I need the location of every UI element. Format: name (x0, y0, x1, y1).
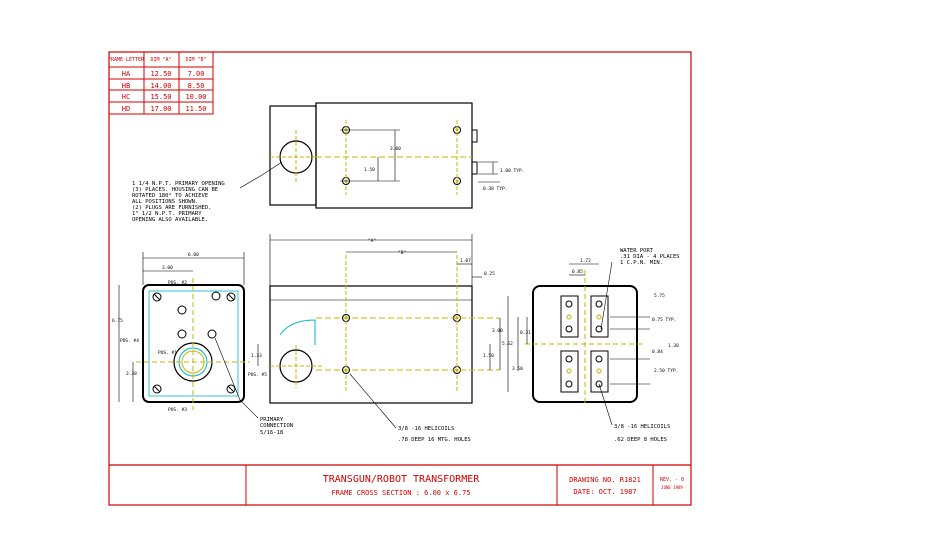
table-header-dim-b: DIM "B" (185, 57, 206, 63)
dim-side-a: "A" (368, 238, 376, 244)
dim-right-0-75: 0.75 TYP. (652, 317, 676, 323)
drawing-subtitle: FRAME CROSS SECTION : 6.00 x 6.75 (331, 489, 470, 497)
note-water-port: WATER PORT .31 DIA - 4 PLACES 1 C.P.N. M… (620, 248, 680, 266)
drawing-rev: REV. - 0 (660, 477, 684, 483)
dim-right-5-75: 5.75 (654, 293, 665, 299)
right-view: 1.72 0.85 5.62 3.50 0.31 0.75 TYP. 5.75 … (502, 258, 679, 426)
svg-text:OPENING ALSO AVAILABLE.: OPENING ALSO AVAILABLE. (132, 217, 208, 223)
table-cell: HB (122, 82, 130, 90)
svg-text:.62 DEEP 8 HOLES: .62 DEEP 8 HOLES (614, 437, 667, 443)
dim-side-1-07: 1.07 (460, 258, 471, 264)
dim-right-0-85: 0.85 (572, 269, 583, 275)
table-cell: 14.00 (150, 82, 171, 90)
dim-right-1-72: 1.72 (580, 258, 591, 264)
dim-side-1-33: 1.33 (251, 353, 262, 359)
svg-text:1 C.P.N. MIN.: 1 C.P.N. MIN. (620, 260, 663, 266)
dim-right-0-84: 0.84 (652, 349, 663, 355)
dim-side-1-50: 1.50 (483, 353, 494, 359)
table-cell: HA (122, 70, 131, 78)
svg-text:(2) PLUGS ARE FURNISHED.: (2) PLUGS ARE FURNISHED. (132, 205, 211, 211)
dim-right-3-50: 3.50 (512, 366, 523, 372)
title-block: TRANSGUN/ROBOT TRANSFORMER FRAME CROSS S… (109, 464, 691, 505)
table-cell: 12.50 (150, 70, 171, 78)
label-pos-2: POS. #2 (168, 280, 187, 286)
table-cell: 10.00 (185, 93, 206, 101)
table-cell: 7.00 (188, 70, 205, 78)
table-cell: HD (122, 105, 130, 113)
svg-text:5/16-18: 5/16-18 (260, 430, 283, 436)
dim-right-2-50: 2.50 TYP. (654, 368, 678, 374)
label-pos-1: POS. #1 (158, 350, 177, 356)
frame-table: FRAME LETTER DIM "A" DIM "B" HA 12.50 7.… (108, 51, 214, 115)
note-helicoils-right: 3/8 -16 HELICOILS .62 DEEP 8 HOLES (614, 424, 670, 443)
svg-text:WATER PORT: WATER PORT (620, 248, 654, 254)
table-cell: 11.50 (185, 105, 206, 113)
note-primary-connection: PRIMARY CONNECTION 5/16-18 (260, 417, 293, 436)
front-view: 6.00 3.00 6.75 3.38 POS. #4 POS. #2 POS.… (112, 252, 267, 419)
dim-right-0-31: 0.31 (520, 330, 531, 336)
svg-text:CONNECTION: CONNECTION (260, 423, 293, 429)
dim-front-half: 3.00 (162, 265, 173, 271)
table-cell: 17.00 (150, 105, 171, 113)
note-primary-opening: 1 1/4 N.P.T. PRIMARY OPENING (3) PLACES.… (132, 161, 283, 223)
dim-right-1-38: 1.38 (668, 343, 679, 349)
drawing-title: TRANSGUN/ROBOT TRANSFORMER (323, 474, 481, 485)
dim-front-height: 6.75 (112, 318, 123, 324)
dim-top-3: 3.00 (390, 146, 401, 152)
svg-text:.31 DIA - 4 PLACES: .31 DIA - 4 PLACES (620, 254, 680, 260)
note-helicoils-left: 3/8 -16 HELICOILS .78 DEEP 16 MTG. HOLES (398, 426, 471, 443)
svg-text:3/8 -16 HELICOILS: 3/8 -16 HELICOILS (614, 424, 670, 430)
svg-text:ROTATED 180° TO ACHIEVE: ROTATED 180° TO ACHIEVE (132, 193, 208, 199)
svg-text:1 1/4 N.P.T. PRIMARY OPENING: 1 1/4 N.P.T. PRIMARY OPENING (132, 181, 225, 187)
dim-front-low: 3.38 (126, 371, 137, 377)
label-pos-4: POS. #4 (120, 338, 139, 344)
label-pos-3: POS. #3 (168, 407, 187, 413)
svg-text:PRIMARY: PRIMARY (260, 417, 284, 423)
drawing-rev-date: JUNE 1989 (661, 485, 683, 490)
svg-text:3/8 -16 HELICOILS: 3/8 -16 HELICOILS (398, 426, 454, 432)
side-view: "A" "B" 1.07 0.25 3.00 1.50 1.33 (251, 234, 503, 429)
svg-text:(3) PLACES. HOUSING CAN BE: (3) PLACES. HOUSING CAN BE (132, 187, 218, 193)
dim-top-0-38: 0.38 TYP. (483, 186, 507, 192)
drawing-date: DATE: OCT. 1987 (573, 488, 636, 496)
top-view: 3.00 1.50 1.00 TYP. 0.38 TYP. (269, 102, 524, 209)
table-cell: 8.50 (188, 82, 205, 90)
table-header-frame: FRAME LETTER (108, 57, 145, 63)
svg-text:1" 1/2 N.P.T. PRIMARY: 1" 1/2 N.P.T. PRIMARY (132, 211, 202, 217)
table-cell: 15.50 (150, 93, 171, 101)
svg-text:ALL POSITIONS SHOWN.: ALL POSITIONS SHOWN. (132, 199, 198, 205)
dim-top-1-00: 1.00 TYP. (500, 168, 524, 174)
dim-front-width: 6.00 (188, 252, 199, 258)
svg-text:.78 DEEP 16 MTG. HOLES: .78 DEEP 16 MTG. HOLES (398, 437, 471, 443)
sheet-border (108, 51, 692, 506)
table-cell: HC (122, 93, 130, 101)
table-header-dim-a: DIM "A" (150, 57, 171, 63)
dim-side-b: "B" (398, 250, 406, 256)
label-pos-5: POS. #5 (248, 372, 267, 378)
drawing-number: DRAWING NO. R1821 (569, 476, 641, 484)
dim-right-5-62: 5.62 (502, 341, 513, 347)
dim-side-3-00: 3.00 (492, 328, 503, 334)
dim-top-1-5: 1.50 (364, 167, 375, 173)
dim-side-0-25: 0.25 (484, 271, 495, 277)
